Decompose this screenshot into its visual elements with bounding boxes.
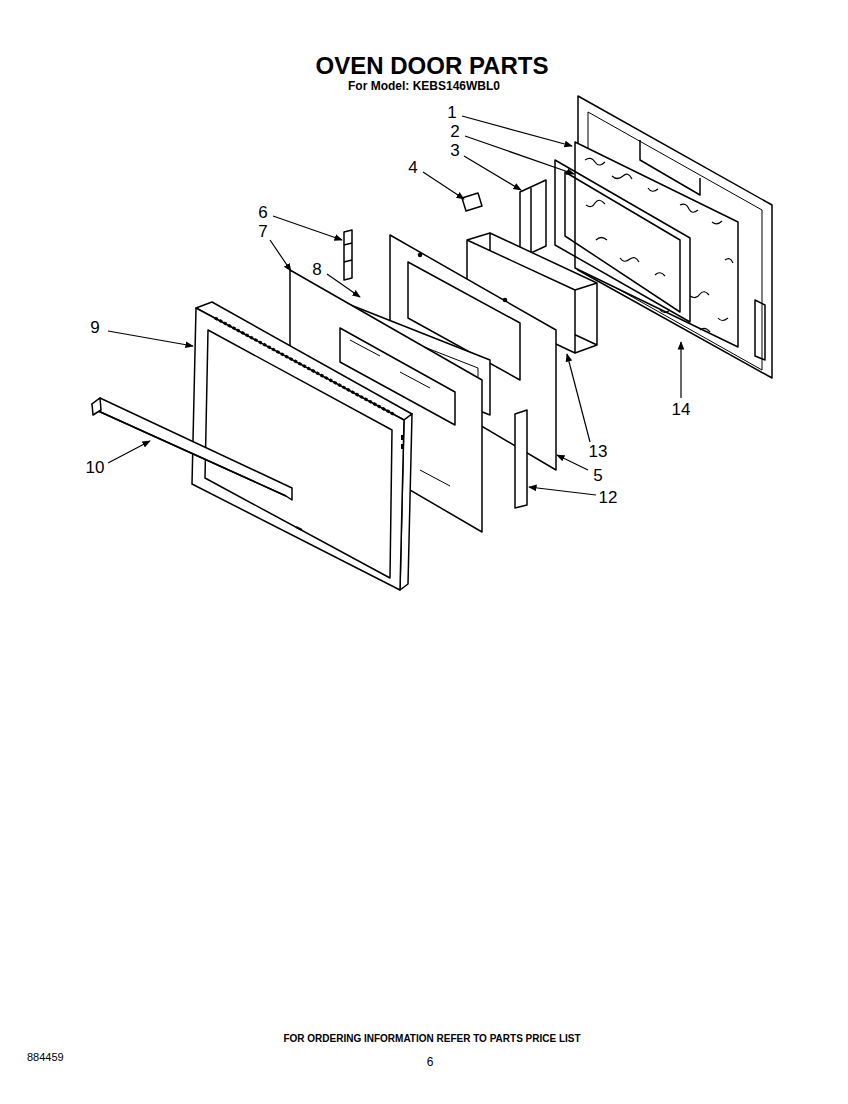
callout-number: 14 (672, 401, 691, 420)
side-strip (515, 410, 527, 508)
callout-number: 7 (258, 223, 267, 242)
callout-number: 6 (258, 204, 267, 223)
callout-number: 1 (447, 104, 456, 123)
model-subtitle: For Model: KEBS146WBL0 (348, 80, 500, 93)
ordering-note: FOR ORDERING INFORMATION REFER TO PARTS … (283, 1033, 580, 1044)
outer-door-frame (192, 302, 412, 590)
bracket (520, 180, 546, 258)
leader-lines (108, 116, 681, 495)
document-number: 884459 (27, 1051, 64, 1063)
callout-number: 5 (593, 467, 602, 486)
callout-number: 12 (599, 489, 618, 508)
door-handle (92, 398, 292, 500)
diagram-title: OVEN DOOR PARTS (316, 53, 549, 79)
callout-number: 4 (408, 159, 417, 178)
callout-number: 2 (450, 123, 459, 142)
callout-number: 3 (450, 142, 459, 161)
hinge-piece (344, 230, 352, 280)
page-number: 6 (427, 1056, 434, 1069)
insulation-pad (575, 142, 738, 347)
callout-number: 10 (86, 459, 105, 478)
clip (462, 193, 482, 211)
callout-number: 8 (312, 261, 321, 280)
callout-number: 9 (90, 319, 99, 338)
callout-number: 13 (589, 443, 608, 462)
